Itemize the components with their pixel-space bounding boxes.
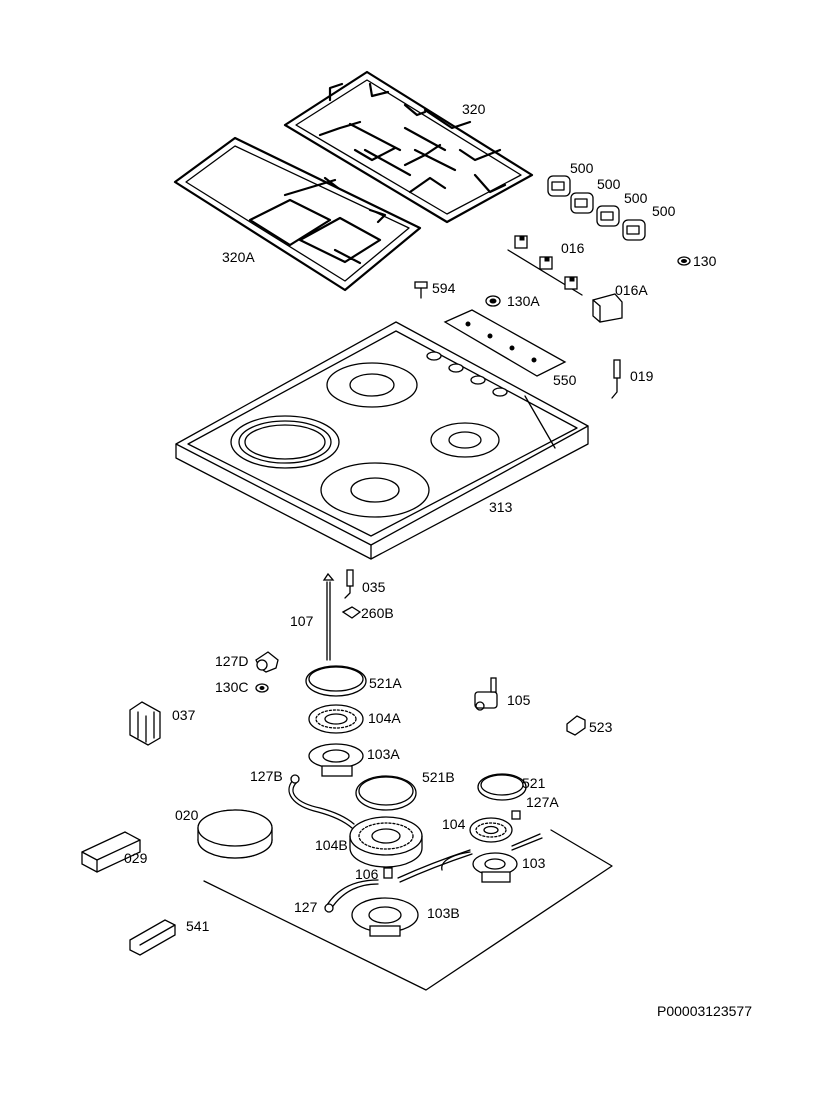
label-016a: 016A (615, 282, 648, 298)
label-107: 107 (290, 613, 314, 629)
label-127b: 127B (250, 768, 283, 784)
part-035 (344, 569, 354, 599)
pan-support-320a (173, 136, 422, 292)
label-104: 104 (442, 816, 466, 832)
base-tray (203, 829, 613, 991)
label-130: 130 (693, 253, 717, 269)
label-127: 127 (294, 899, 318, 915)
clip-523 (566, 715, 586, 736)
thermocouple-107 (322, 572, 335, 661)
label-500-2: 500 (597, 176, 621, 192)
control-knobs-500 (547, 175, 646, 241)
label-020: 020 (175, 807, 199, 823)
label-550: 550 (553, 372, 577, 388)
label-127a: 127A (526, 794, 559, 810)
burner-crown-104 (469, 817, 513, 843)
label-037: 037 (172, 707, 196, 723)
burner-crown-104b (349, 816, 423, 868)
valve-105 (474, 677, 498, 711)
burner-base-103 (441, 833, 543, 883)
burner-cap-521 (477, 773, 527, 801)
control-panel-550 (443, 309, 567, 377)
nut-130a (485, 295, 501, 307)
cover-020 (197, 809, 273, 859)
ignition-switch-016 (507, 235, 583, 296)
label-260b: 260B (361, 605, 394, 621)
pipe-127b (288, 774, 355, 829)
label-541: 541 (186, 918, 210, 934)
label-521: 521 (522, 775, 546, 791)
part-541 (129, 919, 176, 956)
label-104a: 104A (368, 710, 401, 726)
injector-127a (511, 810, 521, 820)
document-id: P00003123577 (657, 1003, 752, 1019)
label-523: 523 (589, 719, 613, 735)
label-500-3: 500 (624, 190, 648, 206)
label-104b: 104B (315, 837, 348, 853)
label-035: 035 (362, 579, 386, 595)
label-103: 103 (522, 855, 546, 871)
switch-block-016a (592, 293, 623, 323)
label-320a: 320A (222, 249, 255, 265)
hob-top-313 (175, 321, 589, 560)
label-103b: 103B (427, 905, 460, 921)
label-019: 019 (630, 368, 654, 384)
bracket-029 (81, 831, 141, 873)
nut-130c (255, 683, 269, 693)
injector-106 (383, 849, 473, 883)
label-130a: 130A (507, 293, 540, 309)
bracket-037 (129, 701, 161, 746)
label-105: 105 (507, 692, 531, 708)
label-313: 313 (489, 499, 513, 515)
burner-base-103b (351, 897, 419, 937)
burner-base-103a (308, 743, 364, 777)
part-019 (611, 359, 621, 399)
burner-cap-521b (355, 775, 417, 811)
label-594: 594 (432, 280, 456, 296)
clip-260b (341, 606, 362, 619)
pan-support-320 (283, 70, 534, 224)
label-103a: 103A (367, 746, 400, 762)
label-106: 106 (355, 866, 379, 882)
label-130c: 130C (215, 679, 248, 695)
label-521a: 521A (369, 675, 402, 691)
label-016: 016 (561, 240, 585, 256)
label-127d: 127D (215, 653, 248, 669)
label-320: 320 (462, 101, 486, 117)
pipe-127 (324, 879, 379, 913)
label-500-4: 500 (652, 203, 676, 219)
elbow-127d (255, 651, 279, 673)
label-029: 029 (124, 850, 148, 866)
burner-crown-104a (308, 704, 364, 734)
screw-594 (414, 281, 428, 299)
label-500-1: 500 (570, 160, 594, 176)
label-521b: 521B (422, 769, 455, 785)
nut-130 (677, 256, 691, 266)
burner-cap-521a (305, 665, 367, 697)
